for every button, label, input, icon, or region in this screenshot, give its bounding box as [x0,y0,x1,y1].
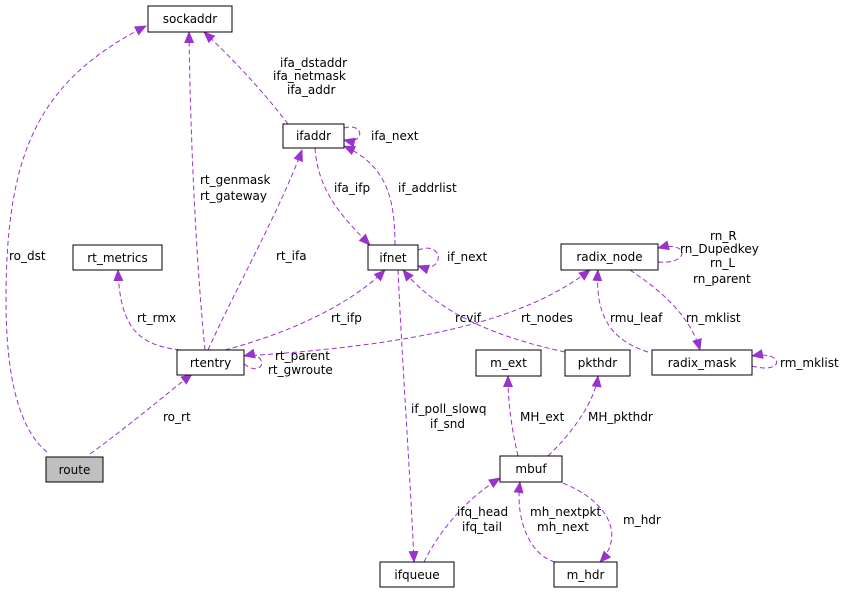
node-pkthdr-label: pkthdr [578,356,617,370]
label-if-addrlist: if_addrlist [398,181,457,195]
node-rt-metrics[interactable]: rt_metrics [72,244,163,271]
node-route[interactable]: route [45,456,104,483]
node-sockaddr-label: sockaddr [163,12,218,26]
label-rn-r: rn_R [710,229,737,243]
label-ro-rt: ro_rt [163,410,191,424]
node-mbuf-label: mbuf [515,462,547,476]
label-if-poll-slowq: if_poll_slowq [411,402,487,416]
edge-radix-node-self [657,240,683,263]
label-rt-parent: rt_parent [275,349,330,363]
label-ifa-netmask: ifa_netmask [273,69,346,83]
label-rn-parent: rn_parent [693,272,751,286]
label-if-snd: if_snd [430,417,465,431]
node-m-ext[interactable]: m_ext [475,349,542,377]
node-pkthdr[interactable]: pkthdr [564,349,631,377]
node-radix-mask-label: radix_mask [668,356,737,370]
node-route-label: route [59,463,91,477]
edge-if-addrlist [343,145,396,246]
label-ifq-head: ifq_head [457,505,508,519]
node-m-ext-label: m_ext [490,356,527,370]
edge-ro-dst [5,25,147,453]
label-rt-gateway: rt_gateway [200,189,267,203]
edge-ifa-next [343,126,361,148]
label-mh-next: mh_next [537,520,589,534]
node-ifaddr-label: ifaddr [296,129,331,143]
label-rt-nodes: rt_nodes [521,311,573,325]
label-rn-l: rn_L [710,256,735,270]
edge-ro-rt [89,373,193,455]
edge-rt-nodes [243,269,591,357]
label-ifa-dstaddr: ifa_dstaddr [280,56,347,70]
node-radix-mask[interactable]: radix_mask [651,349,753,376]
edges [5,25,778,563]
node-m-hdr[interactable]: m_hdr [553,561,618,588]
node-ifqueue-label: ifqueue [394,568,439,582]
edge-mh-ext [503,375,519,457]
node-sockaddr[interactable]: sockaddr [147,5,233,33]
label-rt-genmask: rt_genmask [200,173,271,187]
edge-rm-mklist [751,349,778,369]
node-radix-node[interactable]: radix_node [560,243,659,271]
label-mh-pkthdr: MH_pkthdr [588,410,653,424]
label-rn-mklist: rn_mklist [686,311,741,325]
edge-rt-rmx [113,269,181,351]
edge-if-next [417,247,439,275]
label-rt-gwroute: rt_gwroute [268,363,333,377]
node-rtentry-label: rtentry [190,356,231,370]
label-ifa-ifp: ifa_ifp [334,181,370,195]
label-rcvif: rcvif [455,311,482,325]
edge-mbuf-mhdr [539,475,613,563]
edge-ifaddr-sockaddr [203,31,289,125]
node-ifnet-label: ifnet [379,251,407,265]
edge-rmu-leaf [592,269,649,353]
label-m-hdr: m_hdr [623,513,661,527]
edge-rn-mklist [629,269,702,351]
node-ifnet[interactable]: ifnet [367,244,419,271]
label-ifa-next: ifa_next [371,129,419,143]
edge-mhdr-mbuf [513,481,556,563]
label-mh-nextpkt: mh_nextpkt [530,505,601,519]
label-rmu-leaf: rmu_leaf [610,311,663,325]
edge-labels: ro_dst ro_rt ifa_dstaddr ifa_netmask ifa… [9,56,839,534]
edge-ifqueue-mbuf [423,477,501,563]
node-rt-metrics-label: rt_metrics [87,251,148,265]
label-ifa-addr: ifa_addr [287,83,336,97]
edge-rtentry-self [243,348,263,370]
node-ifqueue[interactable]: ifqueue [379,561,455,588]
nodes: sockaddr ifaddr ifnet rt_metrics rtentry… [45,5,753,588]
label-rt-ifp: rt_ifp [331,311,362,325]
edge-rt-ifa [207,149,303,351]
edge-mh-pkthdr [547,375,602,457]
edge-rcvif [402,269,566,353]
label-ifq-tail: ifq_tail [462,520,502,534]
label-ro-dst: ro_dst [9,249,46,263]
edge-rt-ifp [224,269,386,351]
label-rn-dupedkey: rn_Dupedkey [680,242,759,256]
label-rt-rmx: rt_rmx [137,311,176,325]
label-mh-ext: MH_ext [520,410,565,424]
label-rm-mklist: rm_mklist [780,356,839,370]
label-if-next: if_next [447,250,487,264]
edge-ifnet-ifqueue [397,269,419,563]
node-radix-node-label: radix_node [576,250,642,264]
node-mbuf[interactable]: mbuf [499,455,563,483]
edge-rtentry-sockaddr [184,31,206,351]
node-ifaddr[interactable]: ifaddr [282,123,345,149]
node-rtentry[interactable]: rtentry [176,349,245,376]
node-m-hdr-label: m_hdr [567,568,605,582]
edge-ifa-ifp [314,147,371,246]
label-rt-ifa: rt_ifa [276,249,307,263]
